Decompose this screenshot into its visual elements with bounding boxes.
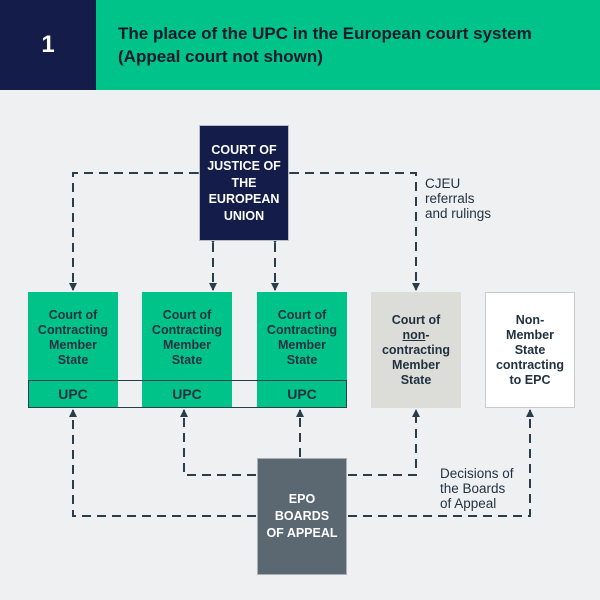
member-state-line: Court of [48,308,98,322]
non-member-state-box: Non- Member State contracting to EPC [485,292,575,408]
label-line: of Appeal [440,496,497,511]
figure-number: 1 [0,0,96,90]
noncontract-line: State [400,372,432,387]
cjeu-line: COURT OF [211,142,277,157]
member-state-line: State [286,353,318,367]
label-line: and rulings [425,206,492,221]
epo-boards-box: EPO BOARDS OF APPEAL [257,458,347,575]
member-state-line: State [171,353,203,367]
epo-line: OF APPEAL [266,526,338,540]
noncontract-line: contracting [381,342,451,357]
nonmember-line: contracting [495,357,565,372]
cjeu-line: UNION [223,208,265,223]
member-state-line: Contracting [151,323,223,337]
noncontract-line: Court of [391,312,441,327]
epo-line: BOARDS [274,509,330,523]
decisions-label: Decisions of the Boards of Appeal [440,466,514,511]
member-state-line: Court of [162,308,212,322]
cjeu-line: JUSTICE OF [207,159,281,174]
arrow-cjeu-to-noncontracting [283,169,420,291]
non-contracting-court-box: Court of non- contracting Member State [371,292,461,408]
member-state-line: Member [163,338,211,352]
member-state-line: State [57,353,89,367]
member-state-line: Contracting [37,323,109,337]
noncontract-hyphen: - [425,327,430,342]
figure-title-line2: (Appeal court not shown) [118,47,323,66]
upc-label: UPC [172,385,202,402]
member-state-line: Contracting [266,323,338,337]
noncontract-underlined: non [402,327,426,342]
cjeu-line: EUROPEAN [208,192,280,207]
noncontract-line-2: non- [382,328,450,343]
label-line: Decisions of [440,466,514,481]
figure-title-line1: The place of the UPC in the European cou… [118,24,532,43]
noncontract-line: Member [392,357,440,372]
nonmember-line: Member [506,327,554,342]
upc-label: UPC [58,385,88,402]
figure-title: The place of the UPC in the European cou… [118,22,588,68]
cjeu-box: COURT OF JUSTICE OF THE EUROPEAN UNION [199,125,289,241]
nonmember-line: State [514,342,546,357]
upc-label: UPC [287,385,317,402]
label-line: the Boards [440,481,506,496]
arrow-cjeu-to-member-1 [69,169,205,291]
member-state-line: Court of [277,308,327,322]
nonmember-line: Non- [515,312,545,327]
header-banner: 1 The place of the UPC in the European c… [0,0,600,90]
arrow-epo-to-upc-2 [180,409,256,476]
member-state-court-2: Court of Contracting Member State UPC [142,292,232,408]
member-state-line: Member [49,338,97,352]
nonmember-line: to EPC [509,372,551,387]
arrow-epo-to-upc-1 [69,409,256,517]
label-line: CJEU [425,176,461,191]
member-state-court-3: Court of Contracting Member State UPC [257,292,347,408]
cjeu-referrals-label: CJEU referrals and rulings [425,176,491,221]
arrow-epo-to-noncontracting [348,409,420,476]
member-state-court-1: Court of Contracting Member State UPC [28,292,118,408]
epo-line: EPO [288,492,316,506]
label-line: referrals [425,191,475,206]
member-state-line: Member [278,338,326,352]
arrow-epo-to-nonmember [348,409,534,517]
cjeu-line: THE [231,175,257,190]
